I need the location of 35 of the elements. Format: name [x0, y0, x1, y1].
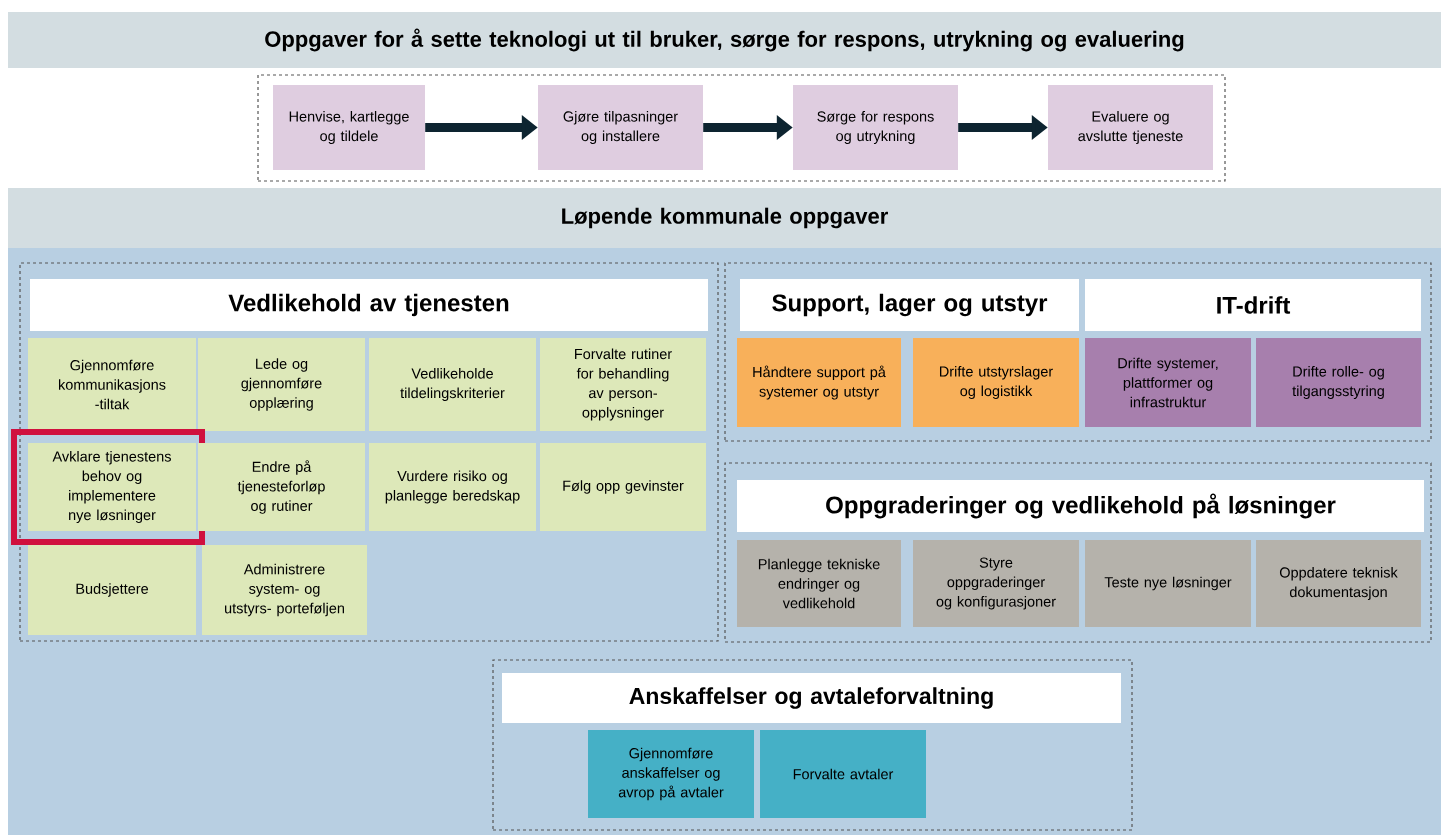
node-label: Endre på tjenesteforløp og rutiner: [237, 460, 325, 514]
node-label: Lede og gjennomføre opplæring: [241, 358, 322, 411]
task-box: Endre på tjenesteforløp og rutiner: [198, 443, 365, 531]
task-box: Administrere system- og utstyrs- porteføljen: [202, 545, 367, 635]
heading-band: Anskaffelser og avtaleforvaltning: [502, 673, 1121, 723]
task-box: Vedlikeholde tildelingskriterier: [369, 338, 536, 431]
task-box: Lede og gjennomføre opplæring: [198, 338, 365, 431]
task-box: Oppdatere teknisk dokumentasjon: [1256, 540, 1421, 627]
task-box: Gjennomføre kommunikasjons -tiltak: [28, 338, 196, 431]
task-box: Sørge for respons og utrykning: [793, 85, 958, 170]
task-box: Planlegge tekniske endringer og vedlikehold: [737, 540, 901, 627]
task-box: Budsjettere: [28, 545, 196, 635]
heading-band: Oppgaver for å sette teknologi ut til bruker, sørge for respons, utrykning og evaluering: [8, 12, 1441, 68]
task-box: Avklare tjenestens behov og implementere nye løsninger: [28, 443, 196, 531]
task-box: Evaluere og avslutte tjeneste: [1048, 85, 1213, 170]
node-label: Gjennomføre kommunikasjons -tiltak: [58, 359, 166, 410]
task-box: Forvalte rutiner for behandling av person- opplysninger: [540, 338, 706, 431]
task-box: Teste nye løsninger: [1085, 540, 1251, 627]
task-box: Henvise, kartlegge og tildele: [273, 85, 425, 170]
task-box: Forvalte avtaler: [760, 730, 926, 818]
task-box: Vurdere risiko og planlegge beredskap: [369, 443, 536, 531]
heading-band: Support, lager og utstyr: [740, 279, 1079, 331]
heading-band: Vedlikehold av tjenesten: [30, 279, 708, 331]
heading-band: Oppgraderinger og vedlikehold på løsninger: [737, 480, 1424, 532]
group-frame: [257, 74, 1226, 182]
task-box: Gjennomføre anskaffelser og avrop på avtaler: [588, 730, 754, 818]
task-box: Styre oppgraderinger og konfigurasjoner: [913, 540, 1079, 627]
task-box: Håndtere support på systemer og utstyr: [737, 338, 901, 427]
task-box: Gjøre tilpasninger og installere: [538, 85, 703, 170]
heading-band: IT-drift: [1085, 279, 1421, 331]
task-box: Følg opp gevinster: [540, 443, 706, 531]
task-box: Drifte utstyrslager og logistikk: [913, 338, 1079, 427]
heading-band: Løpende kommunale oppgaver: [8, 188, 1441, 248]
task-box: Drifte systemer, plattformer og infrastruktur: [1085, 338, 1251, 427]
task-box: Drifte rolle- og tilgangsstyring: [1256, 338, 1421, 427]
